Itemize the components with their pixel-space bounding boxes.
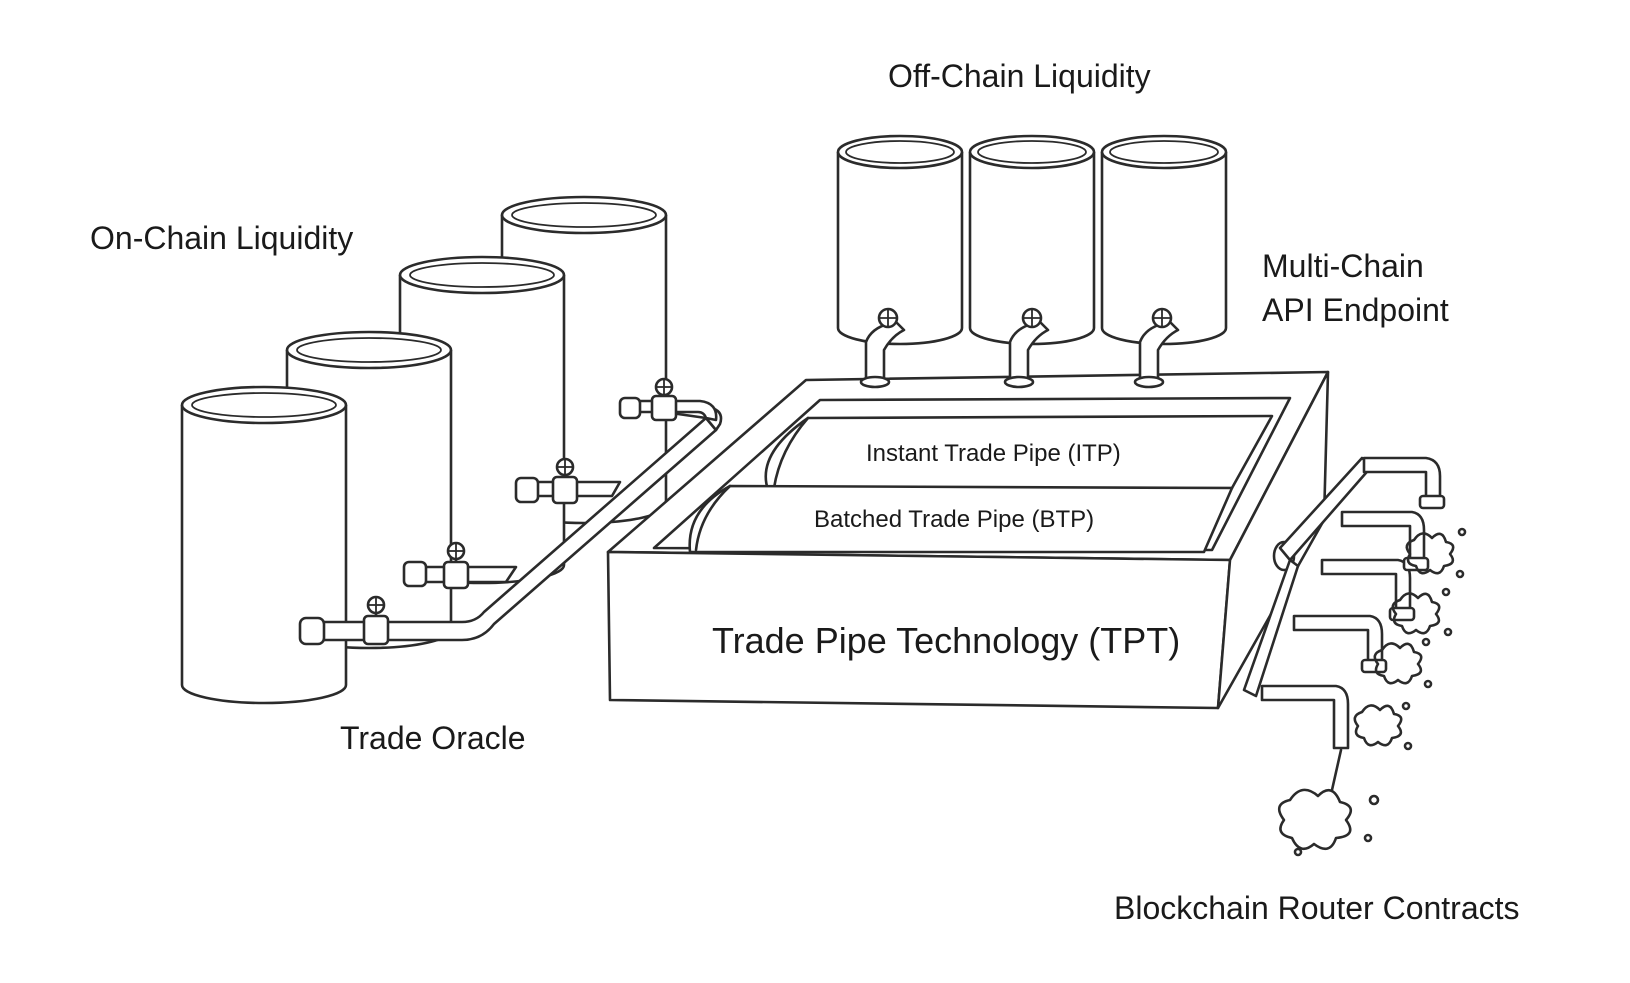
batched-trade-pipe (688, 484, 1234, 554)
batched-trade-pipe-label: Batched Trade Pipe (BTP) (814, 506, 1095, 533)
off-chain-liquidity-label: Off-Chain Liquidity (888, 58, 1151, 94)
trade-oracle-label: Trade Oracle (340, 720, 526, 756)
valve-icon (551, 457, 579, 505)
multi-chain-label-line2: API Endpoint (1262, 292, 1449, 328)
on-chain-liquidity-label: On-Chain Liquidity (90, 220, 354, 256)
pipe-icon (1133, 307, 1180, 389)
on-chain-tank-1 (180, 385, 348, 705)
valve-icon (650, 377, 678, 422)
off-chain-tank-3 (1100, 134, 1228, 346)
valve-icon (442, 541, 470, 590)
pipe-icon (1003, 307, 1050, 389)
pipe-icon (859, 307, 906, 389)
blockchain-router-contracts-label: Blockchain Router Contracts (1114, 890, 1520, 926)
valve-icon (362, 595, 390, 646)
router-outflow-piping (1242, 456, 1446, 750)
splash-icon (1391, 587, 1453, 637)
trade-pipe-technology-label: Trade Pipe Technology (TPT) (712, 620, 1181, 661)
off-chain-tank-1 (836, 134, 964, 346)
multi-chain-label-line1: Multi-Chain (1262, 248, 1424, 284)
instant-trade-pipe-label: Instant Trade Pipe (ITP) (866, 440, 1121, 467)
splash-icon (1277, 748, 1380, 857)
splash-icon (1405, 527, 1467, 579)
splash-icon (1353, 701, 1413, 751)
splash-icon (1373, 637, 1433, 689)
off-chain-tank-2 (968, 134, 1096, 346)
